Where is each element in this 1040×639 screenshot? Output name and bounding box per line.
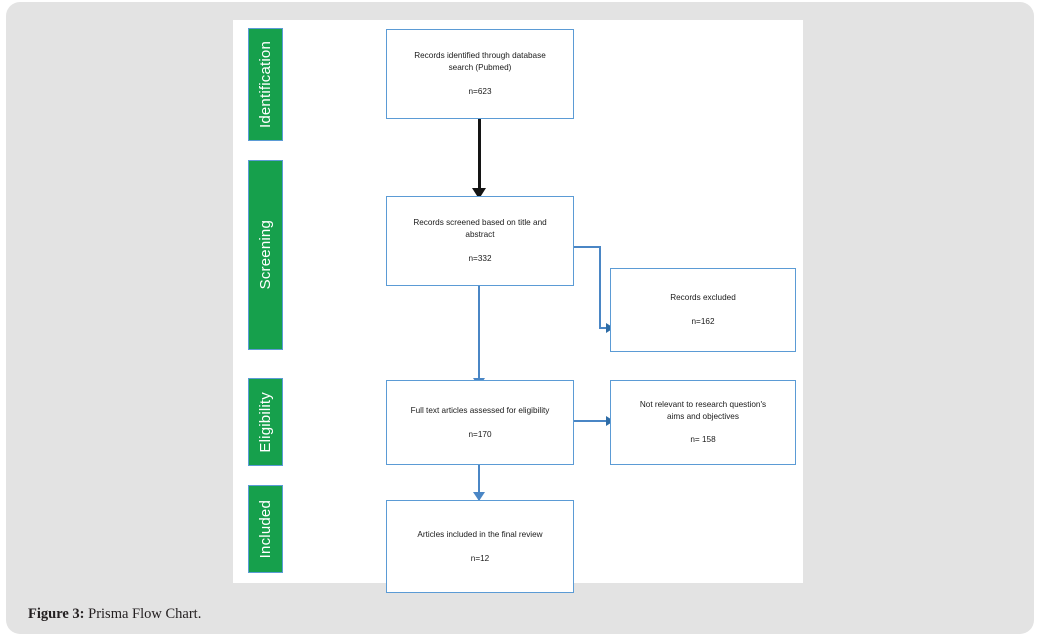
figure-caption-label: Figure 3: — [28, 606, 85, 622]
stage-bar-included: Included — [248, 485, 283, 573]
flow-box-records-identified[interactable]: Records identified through database sear… — [386, 29, 574, 119]
connector-screened-to-excluded-seg3 — [599, 327, 610, 329]
figure-caption-text: Prisma Flow Chart. — [84, 606, 202, 622]
flow-box-records-identified-text: Records identified through database sear… — [414, 51, 546, 73]
flow-box-records-excluded[interactable]: Records excluded n=162 — [610, 268, 796, 352]
arrowhead-identified-to-screened — [472, 188, 486, 199]
connector-identified-to-screened — [478, 118, 481, 194]
flow-box-articles-included-text: Articles included in the final review — [417, 529, 543, 539]
flow-box-records-identified-count: n=623 — [468, 86, 492, 96]
flow-box-records-screened-text: Records screened based on title and abst… — [413, 218, 547, 240]
stage-label-eligibility: Eligibility — [257, 391, 274, 453]
connector-screened-to-fulltext — [478, 286, 480, 384]
connector-screened-to-excluded-seg1 — [573, 246, 601, 248]
flow-box-records-screened[interactable]: Records screened based on title and abst… — [386, 196, 574, 286]
flow-box-records-excluded-text: Records excluded — [670, 293, 736, 303]
flow-box-fulltext-assessed[interactable]: Full text articles assessed for eligibil… — [386, 380, 574, 465]
flow-box-records-excluded-count: n=162 — [691, 317, 715, 326]
stage-bar-eligibility: Eligibility — [248, 378, 283, 466]
figure-caption: Figure 3: Prisma Flow Chart. — [28, 606, 201, 623]
flow-box-fulltext-assessed-text: Full text articles assessed for eligibil… — [410, 405, 550, 415]
figure-panel: Identification Screening Eligibility Inc… — [233, 20, 803, 593]
stage-label-identification: Identification — [257, 40, 274, 129]
flow-box-records-screened-count: n=332 — [468, 253, 492, 263]
stage-label-screening: Screening — [257, 220, 274, 290]
flow-box-not-relevant-count: n= 158 — [690, 435, 716, 445]
arrowhead-fulltext-to-included — [473, 492, 485, 501]
stage-label-included: Included — [257, 499, 274, 559]
stage-bar-identification: Identification — [248, 28, 283, 141]
flow-box-fulltext-assessed-count: n=170 — [468, 429, 492, 439]
flow-box-not-relevant[interactable]: Not relevant to research question's aims… — [610, 380, 796, 465]
connector-screened-to-excluded-seg2 — [599, 246, 601, 328]
flow-box-articles-included[interactable]: Articles included in the final review n=… — [386, 500, 574, 593]
connector-fulltext-to-included — [478, 465, 480, 500]
connector-fulltext-to-notrelevant — [573, 420, 610, 422]
flow-box-articles-included-count: n=12 — [470, 553, 490, 563]
stage-bar-screening: Screening — [248, 160, 283, 350]
flow-box-not-relevant-text: Not relevant to research question's aims… — [639, 399, 767, 421]
